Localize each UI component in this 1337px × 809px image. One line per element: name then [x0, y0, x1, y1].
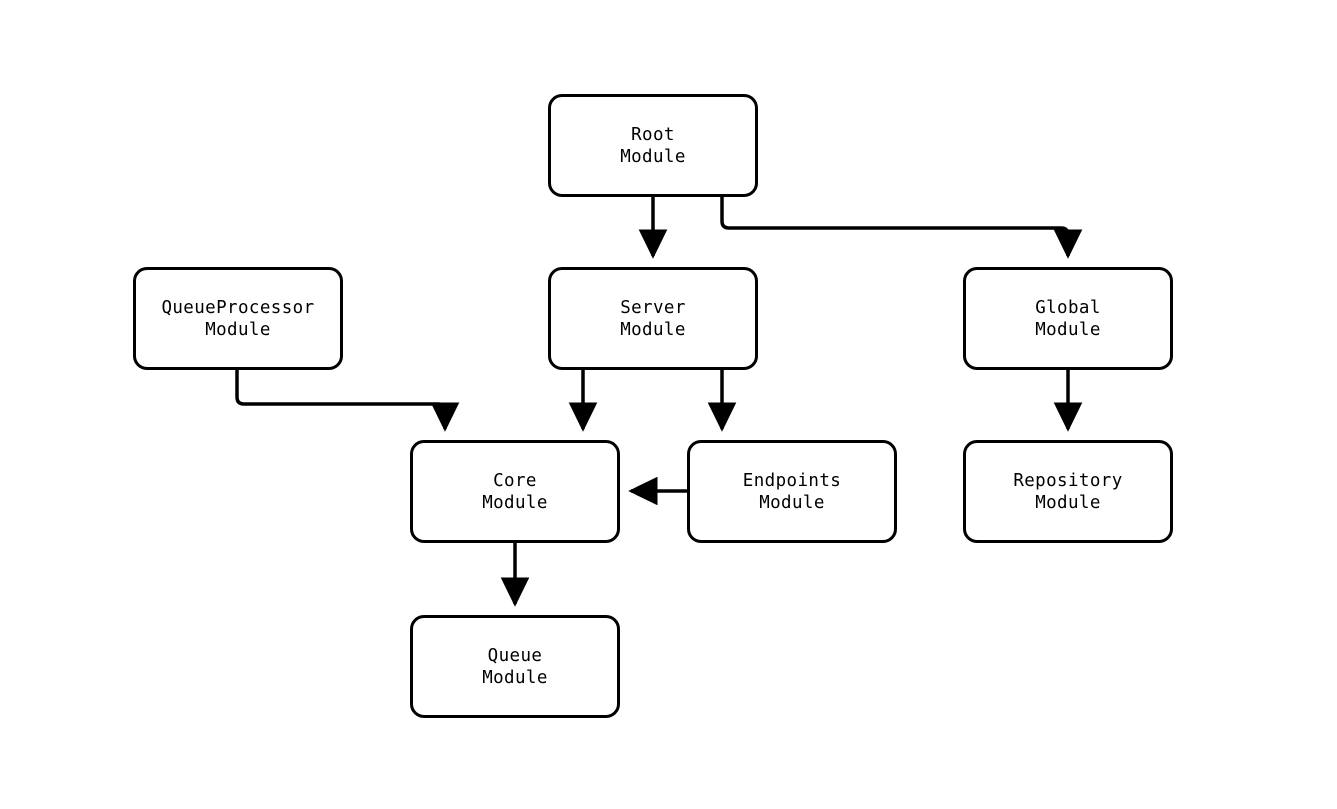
node-server-module-line1: Server: [620, 297, 686, 318]
node-queueprocessor-module[interactable]: QueueProcessor Module: [133, 267, 343, 370]
node-global-module[interactable]: Global Module: [963, 267, 1173, 370]
node-core-module[interactable]: Core Module: [410, 440, 620, 543]
node-root-module[interactable]: Root Module: [548, 94, 758, 197]
node-endpoints-module-line2: Module: [759, 492, 825, 513]
node-root-module-line1: Root: [631, 124, 675, 145]
node-queueprocessor-module-line2: Module: [205, 319, 271, 340]
node-global-module-line1: Global: [1035, 297, 1101, 318]
node-core-module-line2: Module: [482, 492, 548, 513]
node-global-module-line2: Module: [1035, 319, 1101, 340]
node-endpoints-module-line1: Endpoints: [742, 470, 842, 491]
node-queue-module-line2: Module: [482, 667, 548, 688]
node-core-module-line1: Core: [493, 470, 537, 491]
node-server-module-line2: Module: [620, 319, 686, 340]
node-endpoints-module[interactable]: Endpoints Module: [687, 440, 897, 543]
edge-queueprocessor-to-core: [235, 370, 460, 432]
node-repository-module[interactable]: Repository Module: [963, 440, 1173, 543]
node-root-module-line2: Module: [620, 146, 686, 167]
edge-root-to-global: [720, 197, 1083, 259]
node-queue-module[interactable]: Queue Module: [410, 615, 620, 718]
node-queue-module-line1: Queue: [487, 645, 543, 666]
node-queueprocessor-module-line1: QueueProcessor: [161, 297, 315, 318]
node-repository-module-line2: Module: [1035, 492, 1101, 513]
node-server-module[interactable]: Server Module: [548, 267, 758, 370]
node-repository-module-line1: Repository: [1013, 470, 1123, 491]
